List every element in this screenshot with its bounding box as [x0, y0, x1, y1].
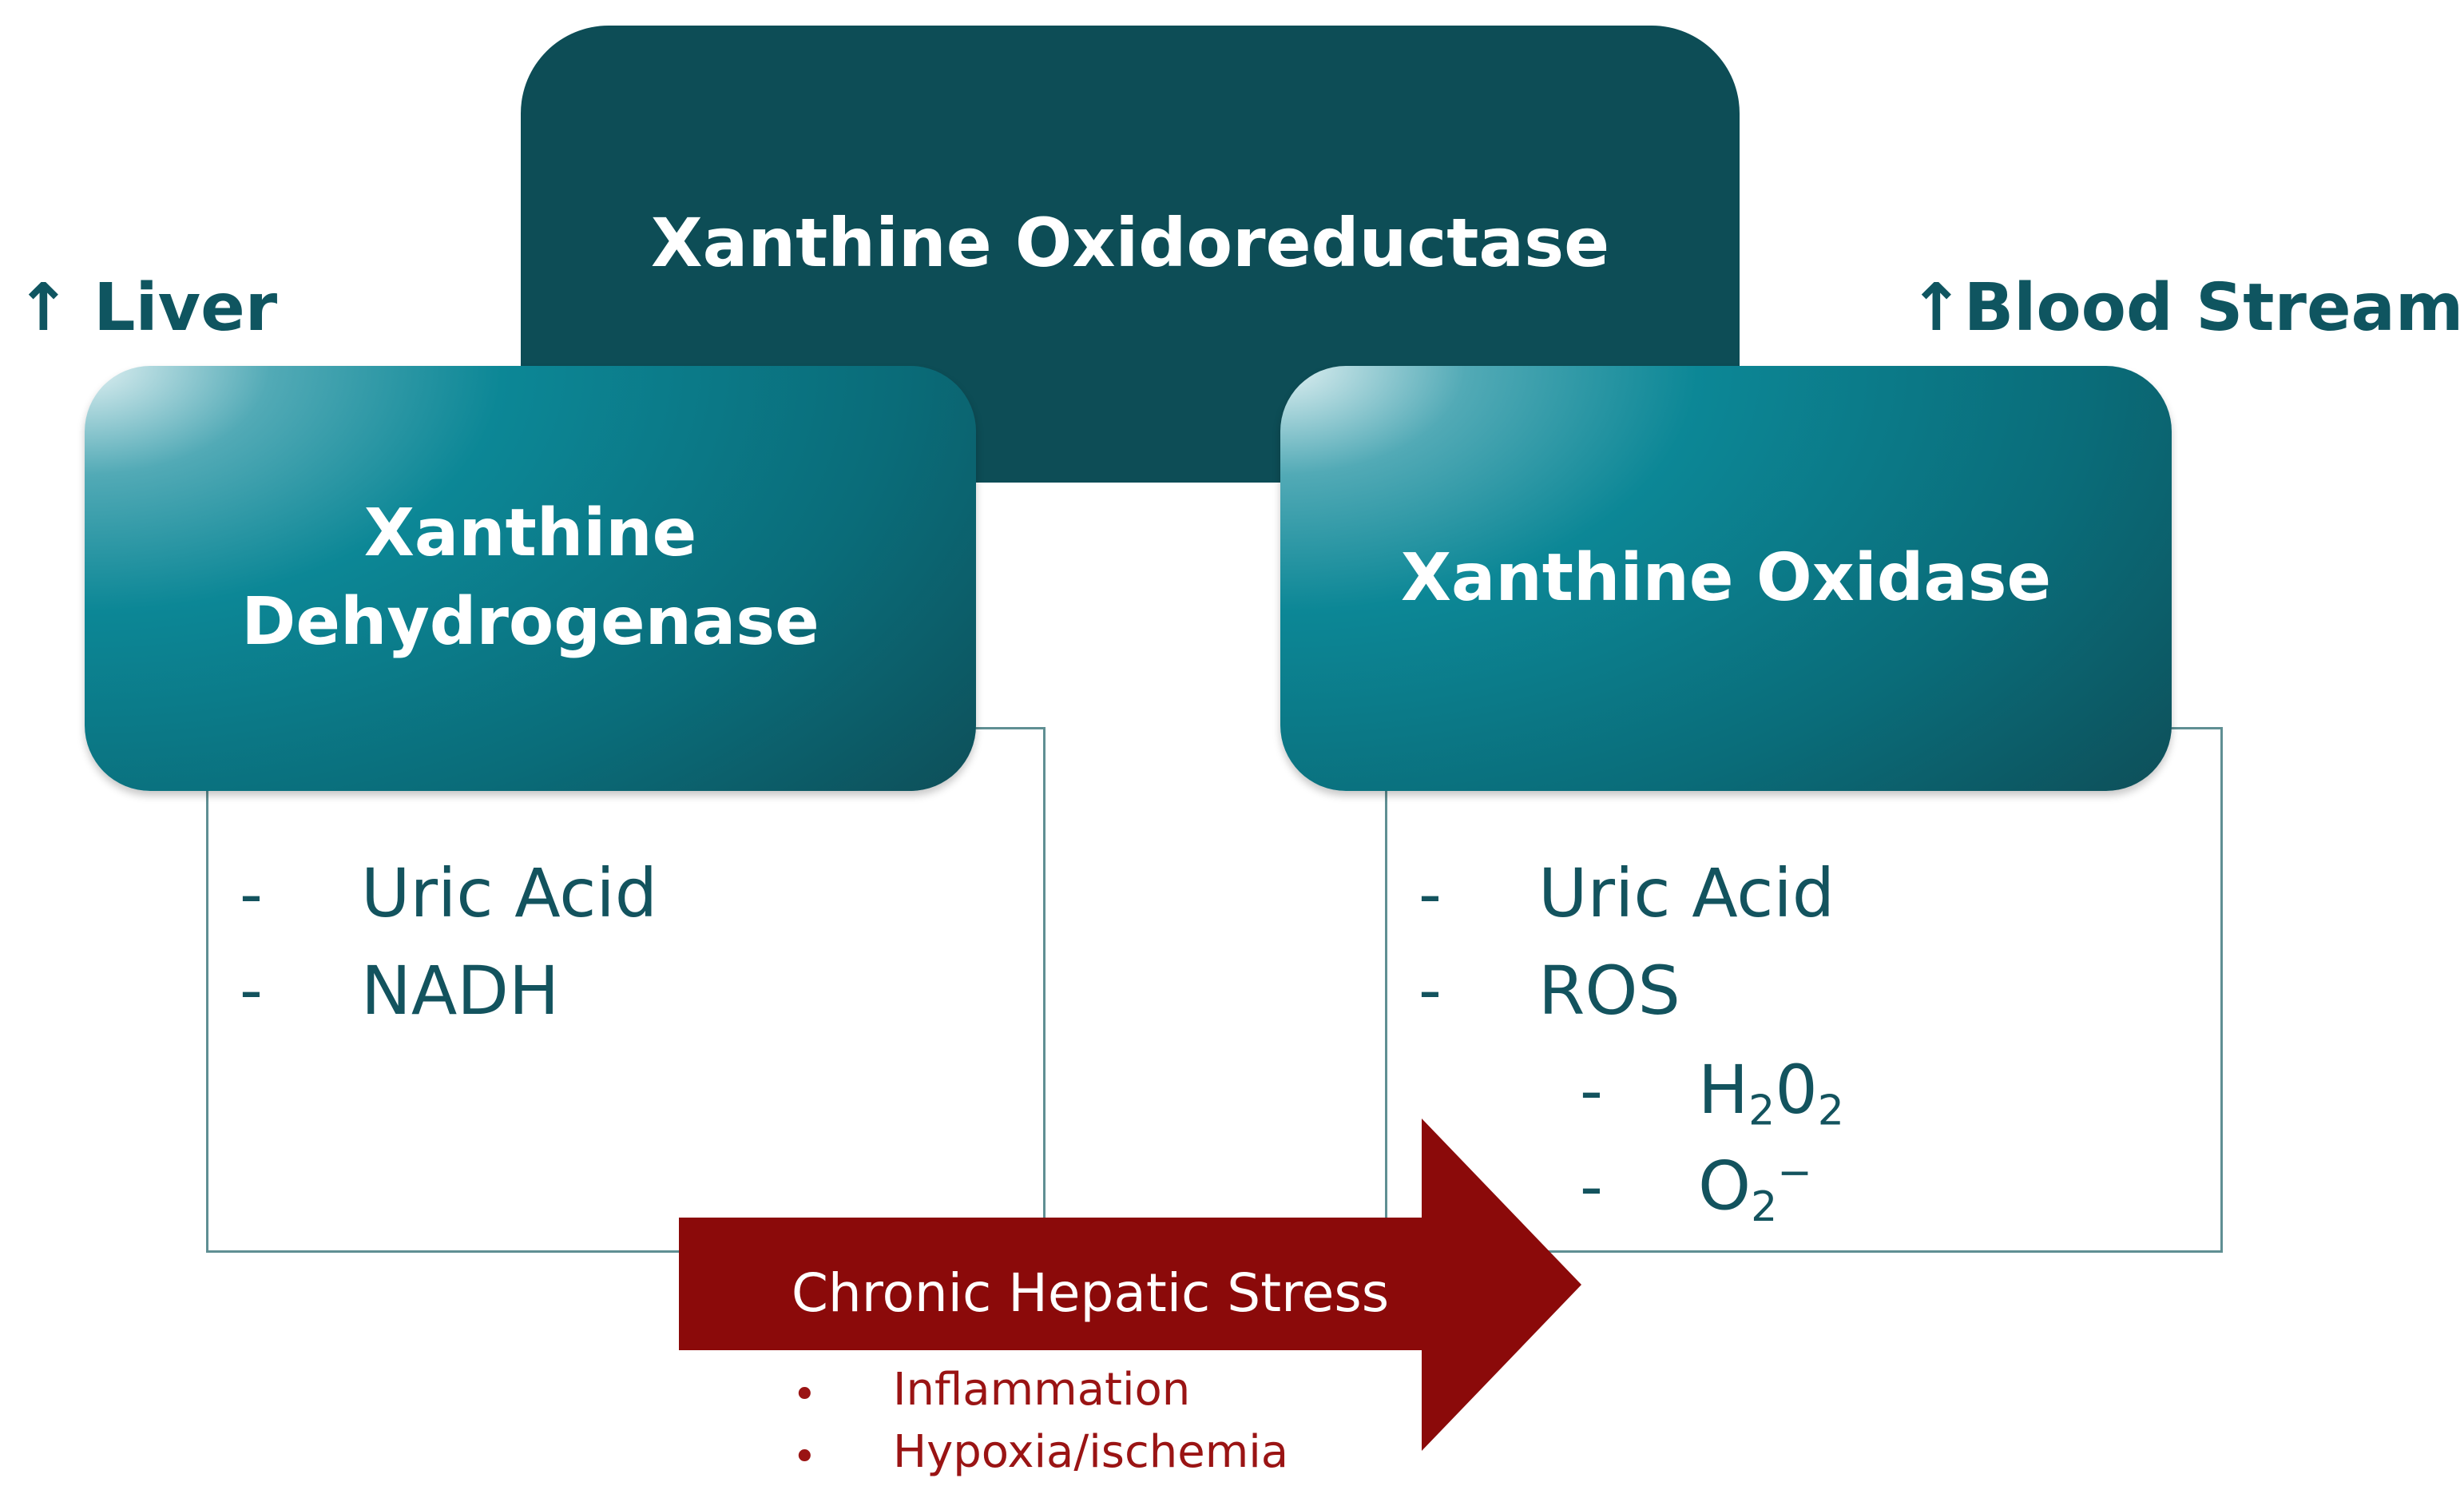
right-products-box	[1385, 727, 2223, 1253]
xanthine-oxidase-box: Xanthine Oxidase	[1280, 366, 2172, 791]
list-dash: -	[240, 857, 263, 932]
xanthine-dehydrogenase-line2: Dehydrogenase	[241, 584, 819, 660]
xanthine-dehydrogenase-box: Xanthine Dehydrogenase	[85, 366, 976, 791]
chronic-hepatic-stress-arrow	[679, 1119, 1581, 1451]
list-dash: -	[1580, 1150, 1603, 1224]
liver-label-text: Liver	[93, 270, 278, 346]
hypoxia-ischemia-item: Hypoxia/ischemia	[893, 1426, 1289, 1478]
xanthine-oxidoreductase-title: Xanthine Oxidoreductase	[650, 204, 1610, 282]
bullet-icon: •	[792, 1433, 817, 1481]
up-arrow-icon: ↑	[1909, 270, 1964, 346]
chronic-hepatic-stress-label: Chronic Hepatic Stress	[791, 1262, 1390, 1324]
bullet-icon: •	[792, 1371, 817, 1419]
ros-item-hydrogen-peroxide: H202	[1698, 1051, 1844, 1135]
ros-item-superoxide: O2−	[1698, 1146, 1812, 1232]
right-list-item-uric-acid: Uric Acid	[1538, 854, 1835, 932]
list-dash: -	[1418, 857, 1442, 932]
arrow-shape	[679, 1119, 1581, 1451]
liver-label: ↑ Liver	[16, 276, 277, 341]
blood-stream-label-text: Blood Stream	[1963, 270, 2464, 346]
list-dash: -	[1418, 953, 1442, 1027]
right-list-item-ros: ROS	[1538, 952, 1680, 1030]
inflammation-item: Inflammation	[893, 1364, 1191, 1416]
xanthine-dehydrogenase-line1: Xanthine	[363, 495, 697, 572]
xanthine-oxidase-title: Xanthine Oxidase	[1400, 539, 2052, 616]
up-arrow-icon: ↑	[16, 270, 71, 346]
left-products-box	[206, 727, 1046, 1253]
left-list-item-uric-acid: Uric Acid	[361, 854, 658, 932]
left-list-item-nadh: NADH	[361, 952, 560, 1030]
list-dash: -	[1580, 1054, 1603, 1128]
blood-stream-label: ↑Blood Stream	[1909, 276, 2463, 341]
list-dash: -	[240, 953, 263, 1027]
